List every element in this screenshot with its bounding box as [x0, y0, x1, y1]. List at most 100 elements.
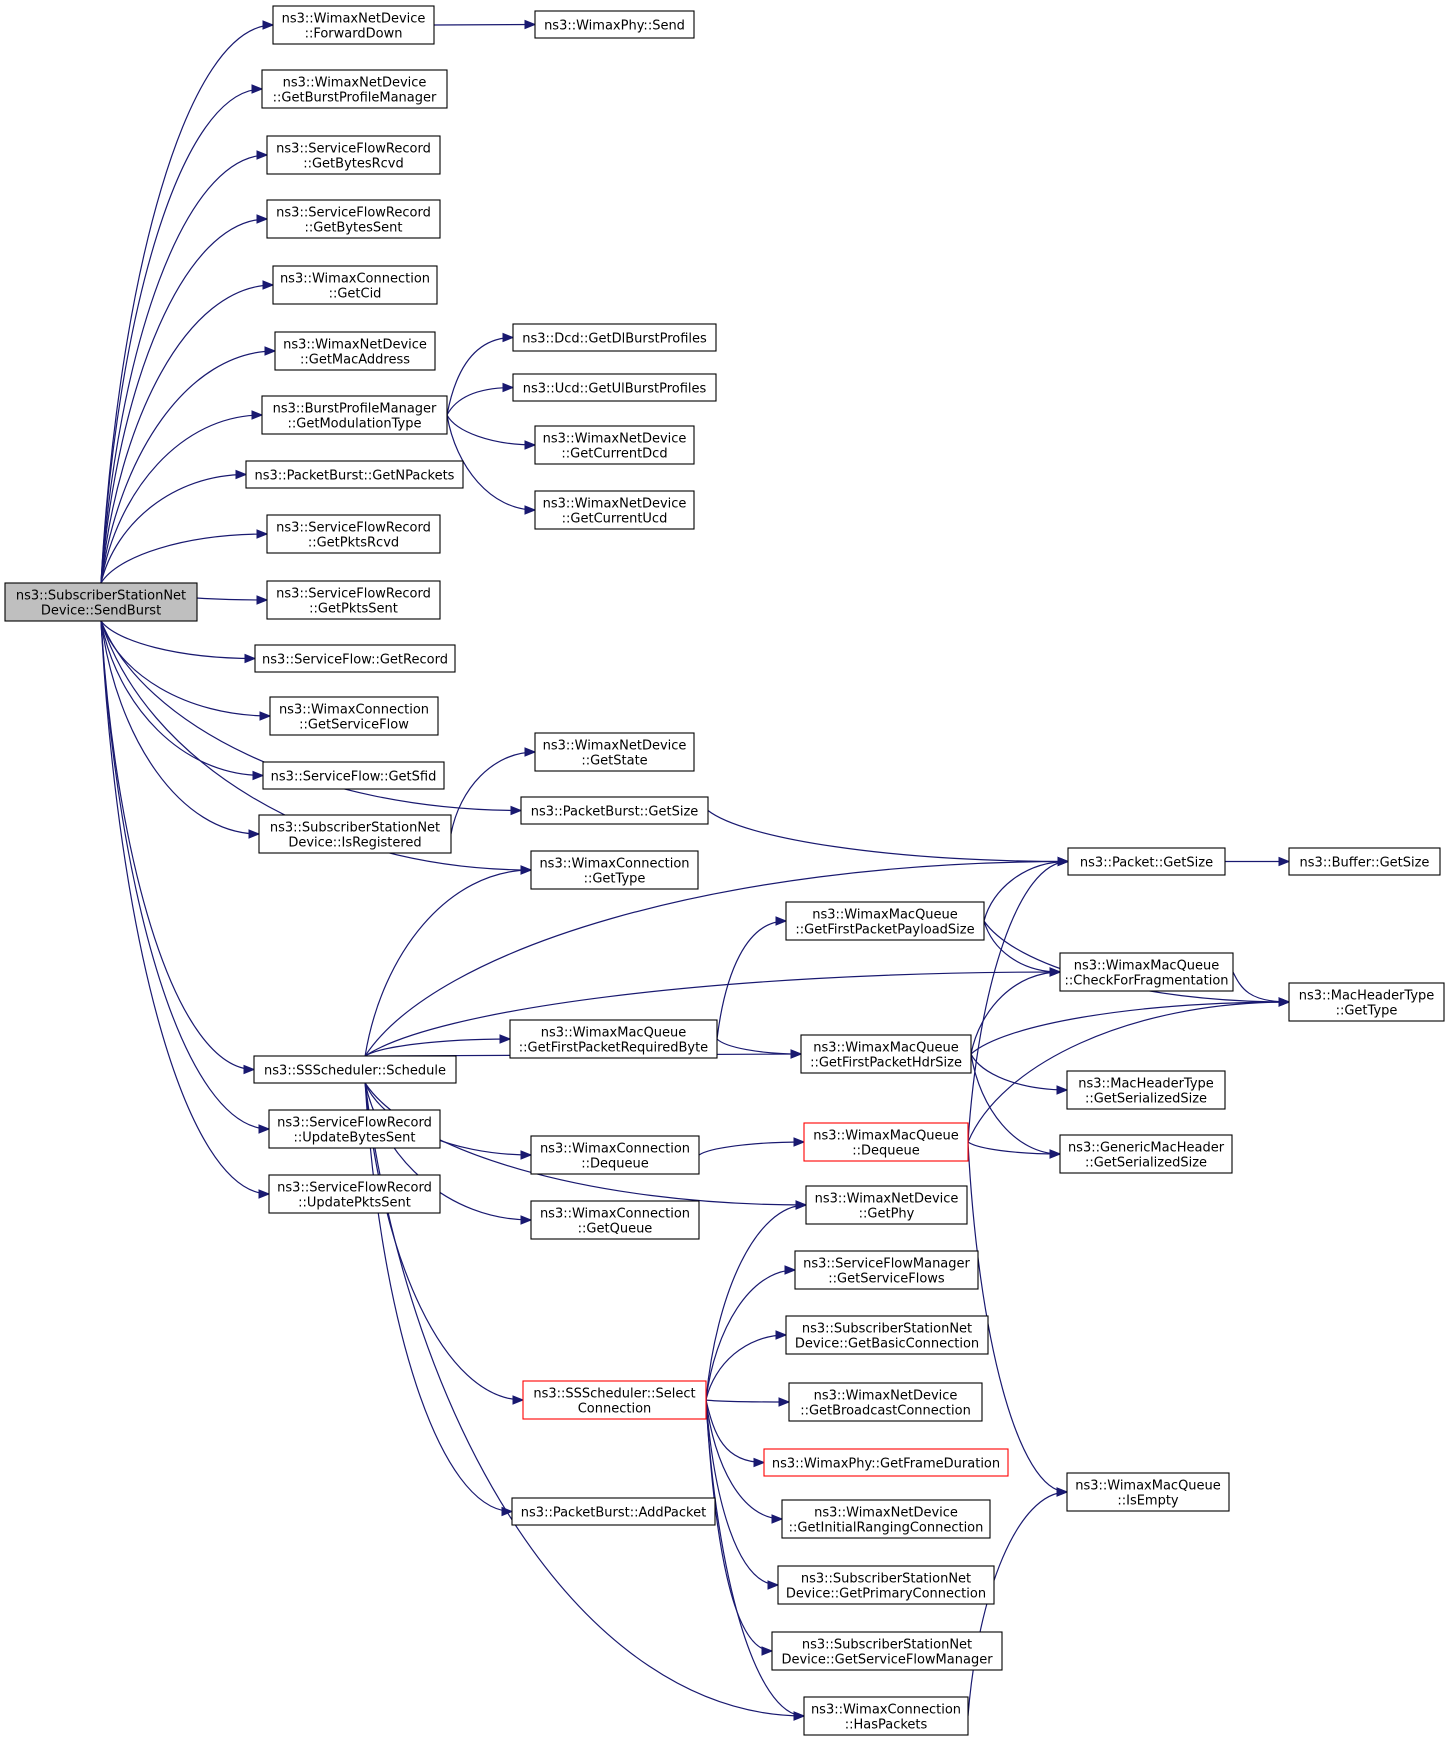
arrowhead-icon [771, 1514, 784, 1524]
node-pb_getsize[interactable]: ns3::PacketBurst::GetSize [520, 796, 709, 825]
call-edge-getfirstpackethdrsize-to-macheader_getserializedsize [970, 1053, 1069, 1095]
node-label: ::GetPktsSent [309, 602, 398, 617]
edge-line [705, 1399, 779, 1586]
node-getfirstpacketpayloadsize[interactable]: ns3::WimaxMacQueue::GetFirstPacketPayloa… [785, 901, 985, 941]
node-label: ns3::Dcd::GetDlBurstProfiles [522, 332, 707, 347]
node-getbytessent[interactable]: ns3::ServiceFlowRecord::GetBytesSent [266, 199, 441, 239]
call-edge-getmodulationtype-to-getcurrentdcd [446, 414, 537, 450]
node-getmodulationtype[interactable]: ns3::BurstProfileManager::GetModulationT… [261, 395, 448, 435]
node-label: ns3::MacHeaderType [1299, 989, 1435, 1004]
edge-line [100, 620, 255, 1071]
node-label: ::GetBurstProfileManager [273, 91, 437, 106]
call-edge-getfirstpacketrequiredbyte-to-getfirstpacketpayloadsize [716, 916, 788, 1040]
node-updatepktssent[interactable]: ns3::ServiceFlowRecord::UpdatePktsSent [268, 1174, 441, 1214]
node-macheader_gettype[interactable]: ns3::MacHeaderType::GetType [1288, 982, 1445, 1022]
node-getnpackets[interactable]: ns3::PacketBurst::GetNPackets [245, 460, 464, 489]
node-label: ns3::MacHeaderType [1078, 1077, 1214, 1092]
node-getpktsrcvd[interactable]: ns3::ServiceFlowRecord::GetPktsRcvd [266, 514, 441, 554]
function-nodes: ns3::SubscriberStationNetDevice::SendBur… [4, 5, 1445, 1736]
call-edge-sendburst-to-getcid [100, 280, 275, 584]
node-getqueue[interactable]: ns3::WimaxConnection::GetQueue [530, 1200, 700, 1240]
edge-line [364, 1082, 524, 1401]
node-getstate[interactable]: ns3::WimaxNetDevice::GetState [534, 732, 695, 772]
call-edge-sendburst-to-getburstprofilemanager [100, 84, 264, 584]
edge-line [446, 336, 514, 416]
node-buffer_getsize[interactable]: ns3::Buffer::GetSize [1288, 847, 1441, 876]
node-getframeduration[interactable]: ns3::WimaxPhy::GetFrameDuration [763, 1448, 1009, 1477]
node-label: ns3::SubscriberStationNet [270, 821, 440, 836]
arrowhead-icon [520, 1215, 533, 1225]
call-edge-sendburst-to-getrecord [100, 620, 257, 664]
node-getbroadcastconnection[interactable]: ns3::WimaxNetDevice::GetBroadcastConnect… [788, 1382, 983, 1422]
node-getbasicconnection[interactable]: ns3::SubscriberStationNetDevice::GetBasi… [785, 1315, 989, 1355]
node-getsfid[interactable]: ns3::ServiceFlow::GetSfid [262, 761, 445, 790]
node-getcurrentdcd[interactable]: ns3::WimaxNetDevice::GetCurrentDcd [534, 425, 695, 465]
node-box [522, 1380, 707, 1420]
node-label: ns3::ServiceFlowManager [803, 1257, 970, 1272]
edge-line [970, 1053, 1061, 1155]
edge-line [983, 920, 1061, 973]
node-queue_dequeue[interactable]: ns3::WimaxMacQueue::Dequeue [803, 1122, 969, 1162]
node-updatebytessent[interactable]: ns3::ServiceFlowRecord::UpdateBytesSent [268, 1109, 441, 1149]
node-macheader_getserializedsize[interactable]: ns3::MacHeaderType::GetSerializedSize [1066, 1070, 1226, 1110]
call-edge-queue_dequeue-to-macheader_gettype [967, 997, 1291, 1143]
node-conn_dequeue[interactable]: ns3::WimaxConnection::Dequeue [530, 1135, 700, 1175]
arrowhead-icon [775, 916, 788, 926]
node-isregistered[interactable]: ns3::SubscriberStationNetDevice::IsRegis… [258, 814, 452, 854]
node-label: ns3::WimaxConnection [540, 1207, 690, 1222]
arrowhead-icon [767, 1580, 780, 1590]
node-getinitialrangingconnection[interactable]: ns3::WimaxNetDevice::GetInitialRangingCo… [781, 1499, 991, 1539]
node-getserviceflows[interactable]: ns3::ServiceFlowManager::GetServiceFlows [794, 1250, 979, 1290]
node-getdlburstprofiles[interactable]: ns3::Dcd::GetDlBurstProfiles [512, 323, 717, 352]
node-label: ns3::ServiceFlowRecord [276, 206, 431, 221]
node-label: ::GetBytesSent [305, 221, 403, 236]
node-label: ::GetCurrentDcd [561, 447, 667, 462]
node-getserviceflowmanager[interactable]: ns3::SubscriberStationNetDevice::GetServ… [771, 1631, 1003, 1671]
node-schedule[interactable]: ns3::SSScheduler::Schedule [253, 1055, 457, 1084]
node-getpktssent[interactable]: ns3::ServiceFlowRecord::GetPktsSent [266, 580, 441, 620]
node-getcurrentucd[interactable]: ns3::WimaxNetDevice::GetCurrentUcd [534, 490, 695, 530]
node-label: ns3::SSScheduler::Schedule [264, 1064, 446, 1079]
node-label: ::GetSerializedSize [1085, 1092, 1207, 1107]
node-box [254, 644, 456, 673]
node-conn_gettype[interactable]: ns3::WimaxConnection::GetType [530, 850, 699, 890]
node-forwarddown[interactable]: ns3::WimaxNetDevice::ForwardDown [272, 5, 435, 45]
edge-line [100, 620, 270, 1130]
call-edge-getmodulationtype-to-getcurrentucd [446, 414, 537, 515]
node-sendburst[interactable]: ns3::SubscriberStationNetDevice::SendBur… [4, 582, 198, 622]
node-generic_getserializedsize[interactable]: ns3::GenericMacHeader::GetSerializedSize [1059, 1134, 1233, 1174]
node-getbytesrcvd[interactable]: ns3::ServiceFlowRecord::GetBytesRcvd [266, 135, 441, 175]
node-getprimaryconnection[interactable]: ns3::SubscriberStationNetDevice::GetPrim… [777, 1565, 995, 1605]
edge-line [705, 1204, 807, 1401]
edge-line [983, 860, 1069, 922]
node-addpacket[interactable]: ns3::PacketBurst::AddPacket [511, 1497, 716, 1526]
edge-line [100, 218, 268, 584]
edge-line [100, 414, 263, 584]
arrowhead-icon [775, 1330, 788, 1340]
edge-line [970, 1053, 1068, 1091]
edge-line [450, 751, 536, 835]
node-getburstprofilemanager[interactable]: ns3::WimaxNetDevice::GetBurstProfileMana… [261, 69, 448, 109]
node-getfirstpacketrequiredbyte[interactable]: ns3::WimaxMacQueue::GetFirstPacketRequir… [509, 1019, 718, 1059]
node-getulburstprofiles[interactable]: ns3::Ucd::GetUlBurstProfiles [512, 373, 717, 402]
node-getserviceflow[interactable]: ns3::WimaxConnection::GetServiceFlow [269, 696, 439, 736]
call-edge-packet_getsize-to-buffer_getsize [1224, 856, 1291, 867]
arrowhead-icon [264, 346, 277, 356]
arrowhead-icon [524, 747, 537, 757]
node-getphy[interactable]: ns3::WimaxNetDevice::GetPhy [805, 1185, 968, 1225]
node-phy_send[interactable]: ns3::WimaxPhy::Send [534, 10, 695, 39]
node-queue_isempty[interactable]: ns3::WimaxMacQueue::IsEmpty [1066, 1472, 1230, 1512]
node-getmacaddress[interactable]: ns3::WimaxNetDevice::GetMacAddress [274, 331, 436, 371]
arrowhead-icon [248, 829, 261, 839]
node-label: ::HasPackets [845, 1718, 928, 1733]
node-packet_getsize[interactable]: ns3::Packet::GetSize [1067, 847, 1226, 876]
node-getcid[interactable]: ns3::WimaxConnection::GetCid [272, 265, 438, 305]
node-getfirstpackethdrsize[interactable]: ns3::WimaxMacQueue::GetFirstPacketHdrSiz… [800, 1034, 972, 1074]
node-label: ::GetFirstPacketPayloadSize [795, 923, 974, 938]
node-getrecord[interactable]: ns3::ServiceFlow::GetRecord [254, 644, 456, 673]
node-haspackets[interactable]: ns3::WimaxConnection::HasPackets [803, 1696, 969, 1736]
node-label: ::Dequeue [581, 1157, 649, 1172]
node-label: ::GetBroadcastConnection [800, 1404, 971, 1419]
node-checkforfragmentation[interactable]: ns3::WimaxMacQueue::CheckForFragmentatio… [1059, 952, 1234, 992]
